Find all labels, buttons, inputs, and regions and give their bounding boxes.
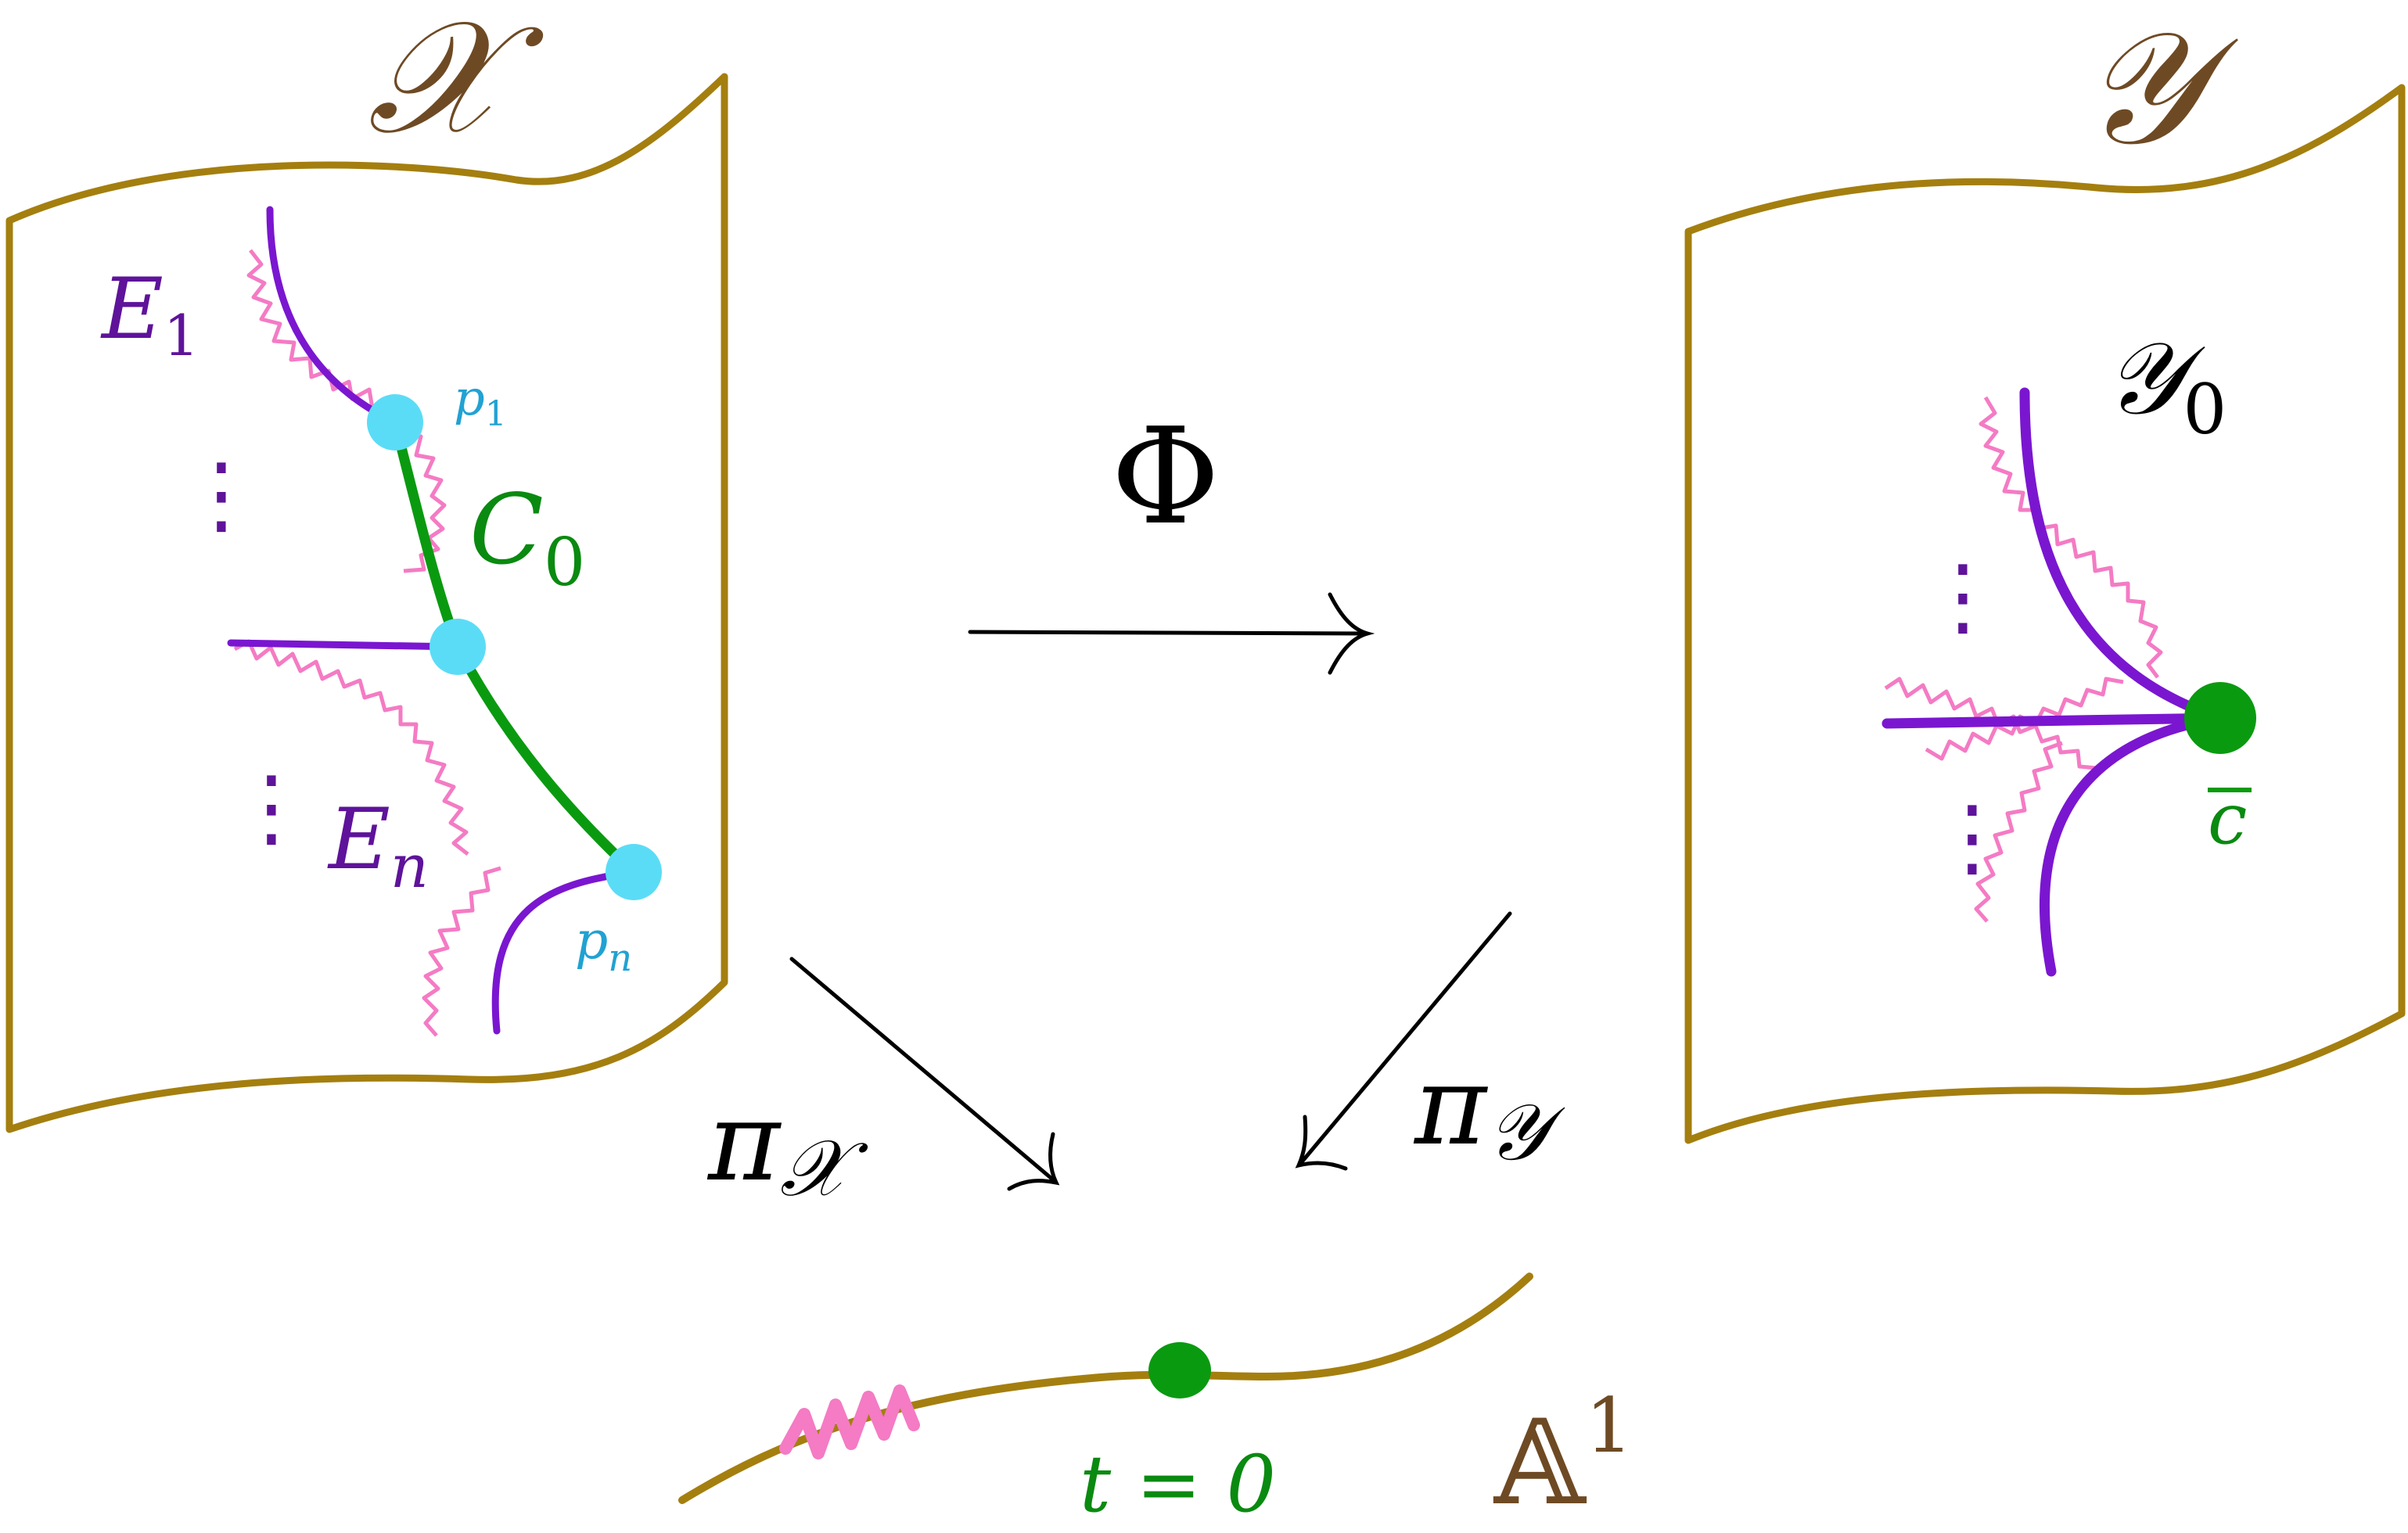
point-mid — [429, 619, 486, 675]
arrow-pi-y-shaft — [1298, 911, 1512, 1166]
label-space-x: 𝒳 — [368, 0, 544, 169]
vdots-x-upper: ⋮ — [178, 444, 264, 544]
arrow-phi-head — [1328, 592, 1375, 675]
arrow-pi-x-shaft — [789, 957, 1057, 1183]
label-phi: Φ — [1111, 400, 1220, 555]
vdots-y-lower: ⋮ — [1929, 787, 2015, 887]
purple-curves-x — [227, 206, 638, 1035]
squiggle-en — [422, 866, 501, 1037]
vdots-x-lower: ⋮ — [228, 757, 314, 857]
divisor-y-upper-curve — [2019, 387, 2226, 723]
arrow-pi-x-head — [1007, 1132, 1060, 1191]
label-en: En — [327, 791, 429, 901]
arrow-phi — [968, 592, 1375, 675]
squiggle-y-mid — [1884, 677, 2097, 770]
purple-curves-y — [1881, 387, 2226, 977]
divisor-e1-curve — [266, 206, 399, 426]
divisor-y-mid-curve — [1881, 713, 2226, 729]
label-space-y: 𝒴 — [2081, 0, 2238, 180]
arrow-pi-y-head — [1295, 1115, 1348, 1171]
squiggle-y-upper — [1979, 396, 2163, 679]
point-p1 — [367, 394, 423, 451]
surface-x-frame — [5, 73, 728, 1133]
label-p1: p1 — [454, 369, 507, 434]
label-pi-y: π𝒴 — [1413, 1043, 1565, 1178]
arrow-phi-shaft — [968, 630, 1368, 636]
label-affine-line: 𝔸1 — [1493, 1382, 1633, 1531]
label-pn: pn — [575, 910, 632, 980]
squiggle-mid — [233, 639, 469, 856]
points-x — [367, 394, 662, 900]
squiggle-base — [779, 1384, 920, 1459]
surface-x — [5, 73, 728, 1133]
label-e1: E1 — [100, 260, 199, 368]
label-c0: C0 — [469, 474, 585, 601]
point-pn — [606, 844, 662, 900]
arrow-pi-y — [1295, 911, 1512, 1171]
point-t-zero — [1148, 1342, 1211, 1398]
label-t-equals-zero: t = 0 — [1080, 1438, 1276, 1530]
divisor-y-lower-curve — [2040, 713, 2226, 977]
c-bar-letter: c — [2208, 778, 2247, 860]
surface-y-frame — [1684, 84, 2406, 1144]
vdots-y-upper: ⋮ — [1920, 546, 2006, 646]
divisor-en-curve — [491, 868, 638, 1035]
label-y0: 𝒴0 — [2104, 321, 2227, 450]
divisor-mid-curve — [227, 639, 462, 651]
arrow-pi-x — [789, 957, 1060, 1191]
point-c-bar — [2184, 682, 2256, 754]
label-c-bar: c — [2208, 778, 2252, 860]
surface-y — [1684, 84, 2406, 1144]
label-pi-x: π𝒳 — [706, 1079, 868, 1214]
